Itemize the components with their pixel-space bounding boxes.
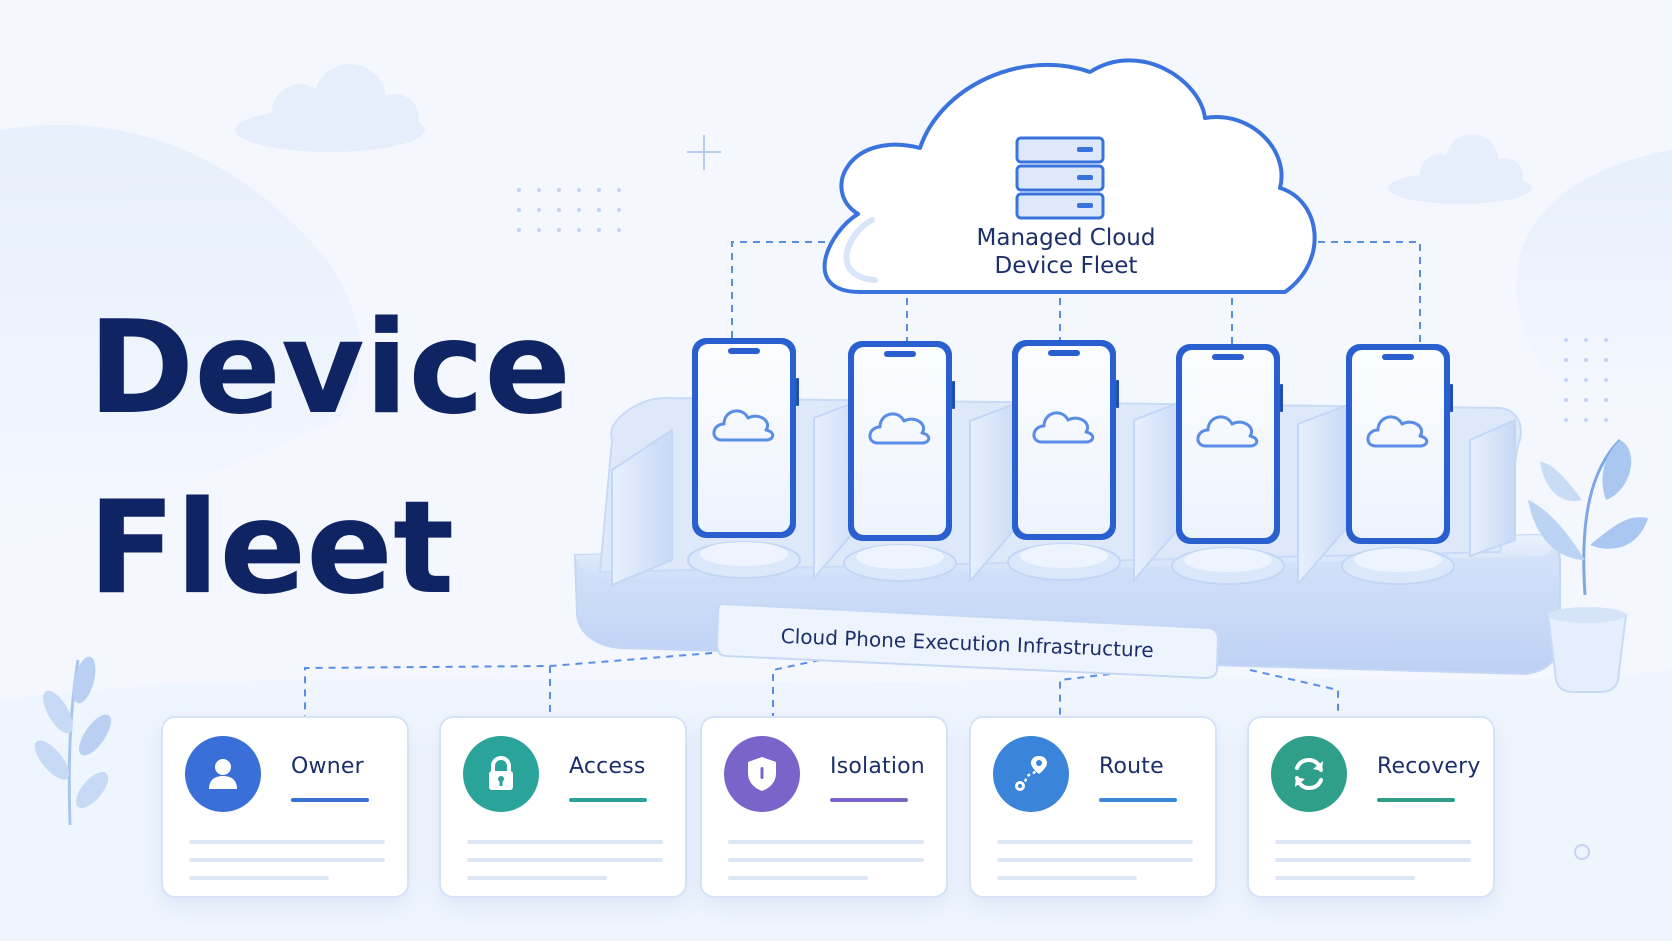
card-line	[997, 840, 1193, 844]
sync-icon	[1271, 736, 1347, 812]
card-line	[997, 876, 1137, 880]
title-line1: Device	[88, 294, 571, 443]
card-line	[1275, 858, 1471, 862]
cloud-label-line2: Device Fleet	[995, 253, 1138, 279]
card-underline	[1099, 798, 1177, 802]
card-line	[1275, 876, 1415, 880]
lock-icon	[463, 736, 539, 812]
card-label-recovery: Recovery	[1377, 754, 1481, 779]
card-line	[728, 876, 868, 880]
card-owner[interactable]: Owner	[161, 716, 409, 898]
cloud-phone	[1007, 340, 1121, 581]
card-underline	[830, 798, 908, 802]
cloud-icon	[1366, 415, 1429, 448]
decor-cloud-right	[1388, 134, 1532, 204]
connector-lines-bottom	[304, 651, 1339, 716]
cloud-phone	[1171, 344, 1285, 585]
decor-ring	[1574, 844, 1590, 860]
card-line	[728, 858, 924, 862]
cloud-icon	[712, 409, 775, 442]
cloud-icon	[868, 412, 931, 445]
user-icon	[185, 736, 261, 812]
cloud-phone	[1341, 344, 1455, 585]
plant-left	[34, 656, 112, 826]
card-label-access: Access	[569, 754, 646, 779]
plant-pot-right	[1528, 438, 1648, 693]
dot-grid-left	[517, 188, 621, 232]
card-line	[189, 858, 385, 862]
background-hill-left	[0, 124, 361, 560]
dot-grid-right	[1564, 338, 1608, 422]
card-label-owner: Owner	[291, 754, 364, 779]
tray-divider	[1469, 418, 1516, 558]
card-label-route: Route	[1099, 754, 1164, 779]
cloud-phone	[687, 338, 801, 579]
tray-divider	[611, 428, 673, 587]
card-line	[467, 876, 607, 880]
card-line	[467, 858, 663, 862]
cloud-label-line1: Managed Cloud	[977, 225, 1156, 251]
card-line	[189, 876, 329, 880]
card-route[interactable]: Route	[969, 716, 1217, 898]
card-label-isolation: Isolation	[830, 754, 925, 779]
card-line	[997, 858, 1193, 862]
server-icon	[1015, 136, 1105, 220]
card-line	[467, 840, 663, 844]
cloud-icon	[1032, 411, 1095, 444]
sparkle-icon	[687, 135, 721, 170]
card-underline	[569, 798, 647, 802]
card-access[interactable]: Access	[439, 716, 687, 898]
route-icon	[993, 736, 1069, 812]
infrastructure-plate: Cloud Phone Execution Infrastructure	[715, 602, 1220, 680]
phones	[611, 338, 1516, 587]
background-hill-right	[1516, 150, 1672, 422]
card-line	[728, 840, 924, 844]
connector-lines-top	[731, 241, 1421, 350]
card-underline	[1377, 798, 1455, 802]
cloud-phone	[843, 341, 957, 582]
card-isolation[interactable]: Isolation	[700, 716, 948, 898]
card-underline	[291, 798, 369, 802]
title-line2: Fleet	[88, 474, 454, 623]
card-line	[189, 840, 385, 844]
card-line	[1275, 840, 1471, 844]
decor-cloud-left	[235, 64, 425, 152]
cloud-icon	[1196, 415, 1259, 448]
shield-icon	[724, 736, 800, 812]
card-recovery[interactable]: Recovery	[1247, 716, 1495, 898]
